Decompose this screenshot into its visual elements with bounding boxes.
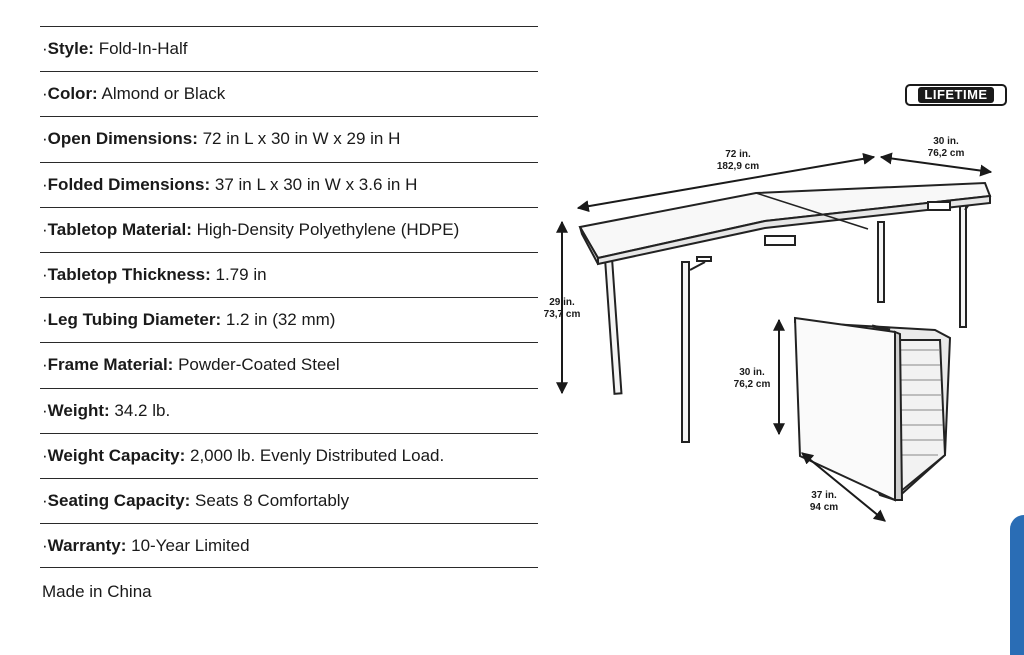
lifetime-logo: LIFETIME	[905, 84, 1007, 106]
spec-label: Folded Dimensions:	[47, 174, 211, 194]
width-cm-label: 76,2 cm	[928, 148, 965, 159]
spec-label: Tabletop Material:	[47, 219, 192, 239]
spec-row-weight-capacity: · Weight Capacity: 2,000 lb. Evenly Dist…	[40, 432, 538, 478]
spec-row-tabletop-thickness: · Tabletop Thickness: 1.79 in	[40, 251, 538, 297]
spec-value: Fold-In-Half	[93, 39, 188, 59]
spec-label: Weight Capacity:	[47, 445, 186, 465]
spec-value: Almond or Black	[97, 84, 226, 104]
spec-row-seating-capacity: · Seating Capacity: Seats 8 Comfortably	[40, 477, 538, 523]
handle-latch	[927, 201, 951, 211]
folded-length-cm-label: 94 cm	[810, 502, 838, 513]
bullet: ·	[42, 219, 48, 239]
width-in-label: 30 in.	[933, 136, 959, 147]
bullet: ·	[42, 490, 48, 510]
spec-value: 1.79 in	[210, 265, 267, 285]
front-leg-right	[681, 261, 690, 443]
spec-row-color: · Color: Almond or Black	[40, 71, 538, 116]
spec-value: 10-Year Limited	[126, 535, 250, 555]
spec-row-style: · Style: Fold-In-Half	[40, 26, 538, 71]
bullet: ·	[42, 400, 48, 420]
spec-value: 34.2 lb.	[109, 400, 171, 420]
length-cm-label: 182,9 cm	[717, 161, 759, 172]
folded-length-arrow	[801, 452, 886, 522]
height-cm-label: 73,7 cm	[544, 309, 581, 320]
spec-row-open-dimensions: · Open Dimensions: 72 in L x 30 in W x 2…	[40, 116, 538, 161]
origin-text: Made in China	[42, 582, 152, 601]
back-leg-left	[877, 221, 885, 303]
dimension-arrows	[556, 152, 993, 522]
spec-label: Frame Material:	[47, 355, 174, 375]
spec-label: Open Dimensions:	[47, 129, 198, 149]
bullet: ·	[42, 39, 48, 59]
table-illustration: 72 in. 182,9 cm 30 in. 76,2 cm 29 in. 73…	[544, 136, 993, 522]
spec-value: High-Density Polyethylene (HDPE)	[191, 219, 460, 239]
spec-label: Style:	[47, 39, 94, 59]
length-in-label: 72 in.	[725, 149, 751, 160]
spec-label: Tabletop Thickness:	[47, 265, 211, 285]
bullet: ·	[42, 265, 48, 285]
folded-height-in-label: 30 in.	[739, 367, 765, 378]
spec-value: Powder-Coated Steel	[173, 355, 340, 375]
table-legs	[599, 199, 973, 443]
spec-row-folded-dimensions: · Folded Dimensions: 37 in L x 30 in W x…	[40, 161, 538, 207]
handle-latch	[764, 235, 796, 246]
spec-label: Color:	[47, 84, 98, 104]
spec-row-warranty: · Warranty: 10-Year Limited	[40, 523, 538, 569]
bullet: ·	[42, 84, 48, 104]
length-arrow	[576, 152, 876, 213]
height-in-label: 29 in.	[549, 297, 575, 308]
corner-accent	[1010, 515, 1024, 655]
spec-label: Seating Capacity:	[47, 490, 191, 510]
bullet: ·	[42, 129, 48, 149]
spec-value: Seats 8 Comfortably	[190, 490, 350, 510]
bullet: ·	[42, 355, 48, 375]
bullet: ·	[42, 535, 48, 555]
tabletop	[578, 181, 992, 266]
spec-value: 37 in L x 30 in W x 3.6 in H	[210, 174, 418, 194]
spec-value: 2,000 lb. Evenly Distributed Load.	[185, 445, 445, 465]
spec-row-leg-tubing: · Leg Tubing Diameter: 1.2 in (32 mm)	[40, 297, 538, 342]
logo-text: LIFETIME	[918, 87, 994, 103]
spec-label: Warranty:	[47, 535, 127, 555]
spec-list: · Style: Fold-In-Half · Color: Almond or…	[40, 26, 538, 569]
spec-label: Leg Tubing Diameter:	[47, 310, 222, 330]
spec-value: 72 in L x 30 in W x 29 in H	[197, 129, 401, 149]
spec-row-tabletop-material: · Tabletop Material: High-Density Polyet…	[40, 206, 538, 252]
bullet: ·	[42, 174, 48, 194]
width-arrow	[879, 152, 993, 177]
bullet: ·	[42, 445, 48, 465]
folded-length-in-label: 37 in.	[811, 490, 837, 501]
back-leg-right	[959, 204, 967, 328]
spec-value: 1.2 in (32 mm)	[221, 310, 336, 330]
spec-row-frame-material: · Frame Material: Powder-Coated Steel	[40, 342, 538, 387]
front-leg-left	[602, 242, 623, 395]
spec-label: Weight:	[47, 400, 110, 420]
bullet: ·	[42, 310, 48, 330]
folded-table	[793, 316, 952, 502]
spec-row-weight: · Weight: 34.2 lb.	[40, 387, 538, 433]
folded-height-cm-label: 76,2 cm	[734, 379, 771, 390]
